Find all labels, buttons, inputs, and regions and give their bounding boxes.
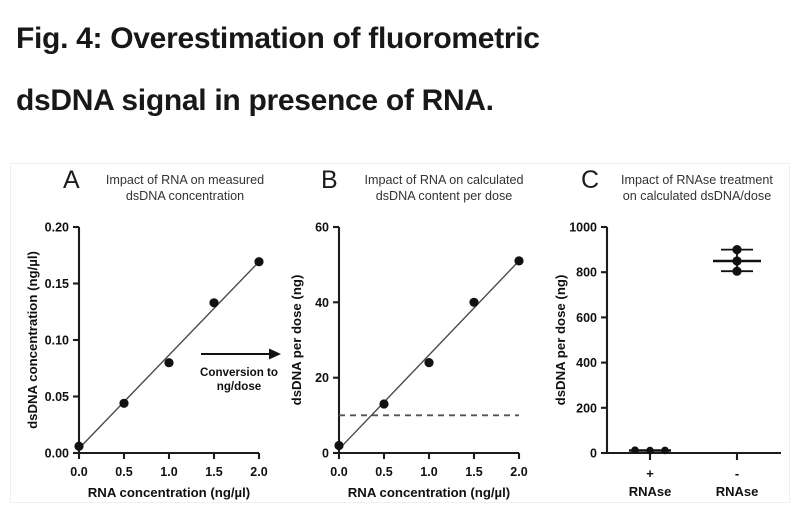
panel-a-xtick-1: 0.5 — [115, 465, 132, 479]
panel-a: A Impact of RNA on measured dsDNA concen… — [11, 164, 281, 504]
data-point — [119, 398, 129, 408]
panel-c-cat1-label: RNAse — [629, 484, 672, 499]
panel-c-letter: C — [581, 166, 600, 194]
data-point — [646, 446, 654, 455]
data-point — [254, 257, 264, 267]
panel-a-ytick-2: 0.10 — [45, 334, 69, 348]
panel-b-plot: 0 20 40 60 0.0 0.5 1.0 1.5 2.0 RNA conce… — [289, 221, 528, 501]
data-point — [209, 298, 219, 308]
panel-b-letter: B — [321, 166, 338, 194]
panel-b-ytick-0: 0 — [322, 447, 329, 461]
panel-c-ytick-5: 1000 — [569, 221, 597, 235]
panel-c-ytick-0: 0 — [590, 447, 597, 461]
conversion-label-line2: ng/dose — [217, 380, 262, 393]
group-plus-rnase — [629, 446, 671, 455]
panel-b-xtick-3: 1.5 — [465, 465, 482, 479]
data-point — [732, 266, 742, 276]
panel-b-xtick-4: 2.0 — [510, 465, 527, 479]
panel-c: C Impact of RNAse treatment on calculate… — [545, 164, 791, 504]
data-point — [514, 256, 524, 266]
panel-a-xtick-0: 0.0 — [70, 465, 87, 479]
panel-c-cat1-sign: + — [646, 466, 654, 481]
figure-caption: Fig. 4: Overestimation of fluorometric d… — [16, 22, 540, 117]
data-point — [334, 440, 344, 451]
panel-a-ytick-3: 0.15 — [45, 277, 69, 291]
data-point — [469, 297, 479, 307]
panel-c-yaxis-title: dsDNA per dose (ng) — [553, 275, 568, 406]
panel-a-ytick-4: 0.20 — [45, 221, 69, 235]
conversion-label-line1: Conversion to — [200, 366, 278, 379]
panel-a-xtick-3: 1.5 — [205, 465, 222, 479]
panel-b-ytick-2: 40 — [315, 296, 329, 310]
panel-a-letter: A — [63, 166, 80, 194]
panel-b-ytick-1: 20 — [315, 371, 329, 385]
panel-a-xtick-2: 1.0 — [160, 465, 177, 479]
panel-b-yaxis-title: dsDNA per dose (ng) — [289, 275, 304, 406]
data-point — [631, 446, 639, 455]
panel-b-title: Impact of RNA on calculated dsDNA conten… — [364, 173, 524, 203]
panel-c-ytick-2: 400 — [576, 356, 597, 370]
figure-panel-container: A Impact of RNA on measured dsDNA concen… — [10, 163, 790, 503]
panel-b-xaxis-title: RNA concentration (ng/µl) — [348, 485, 510, 500]
panel-c-ytick-3: 600 — [576, 311, 597, 325]
panel-a-plot: 0.20 0.15 0.10 0.05 0.00 0.0 0.5 1.0 1.5… — [25, 221, 281, 500]
data-point — [164, 358, 174, 368]
panel-b-xtick-1: 0.5 — [375, 465, 392, 479]
panel-a-ytick-1: 0.05 — [45, 390, 69, 404]
group-minus-rnase — [713, 245, 761, 276]
panel-a-xtick-4: 2.0 — [250, 465, 267, 479]
panel-b-xtick-2: 1.0 — [420, 465, 437, 479]
panel-c-cat2-sign: - — [735, 466, 739, 481]
panel-a-xaxis-title: RNA concentration (ng/µl) — [88, 485, 250, 500]
panel-a-title: Impact of RNA on measured dsDNA concentr… — [105, 173, 265, 203]
panel-b-xtick-0: 0.0 — [330, 465, 347, 479]
panel-a-yaxis-title: dsDNA concentration (ng/µl) — [25, 251, 40, 429]
data-point — [732, 256, 742, 266]
panel-c-cat2-label: RNAse — [716, 484, 759, 499]
panel-a-ytick-0: 0.00 — [45, 447, 69, 461]
panel-c-ytick-1: 200 — [576, 401, 597, 415]
data-point — [661, 446, 669, 455]
panel-c-plot: 0 200 400 600 800 1000 dsDNA per dose (n… — [553, 221, 781, 499]
data-point — [424, 358, 434, 368]
data-point — [379, 399, 389, 409]
conversion-arrow-icon — [201, 348, 281, 360]
data-point — [732, 245, 742, 255]
panel-c-title: Impact of RNAse treatment on calculated … — [621, 173, 773, 203]
panel-b: B Impact of RNA on calculated dsDNA cont… — [283, 164, 545, 504]
data-point — [74, 441, 84, 451]
panel-c-ytick-4: 800 — [576, 266, 597, 280]
panel-b-ytick-3: 60 — [315, 221, 329, 235]
